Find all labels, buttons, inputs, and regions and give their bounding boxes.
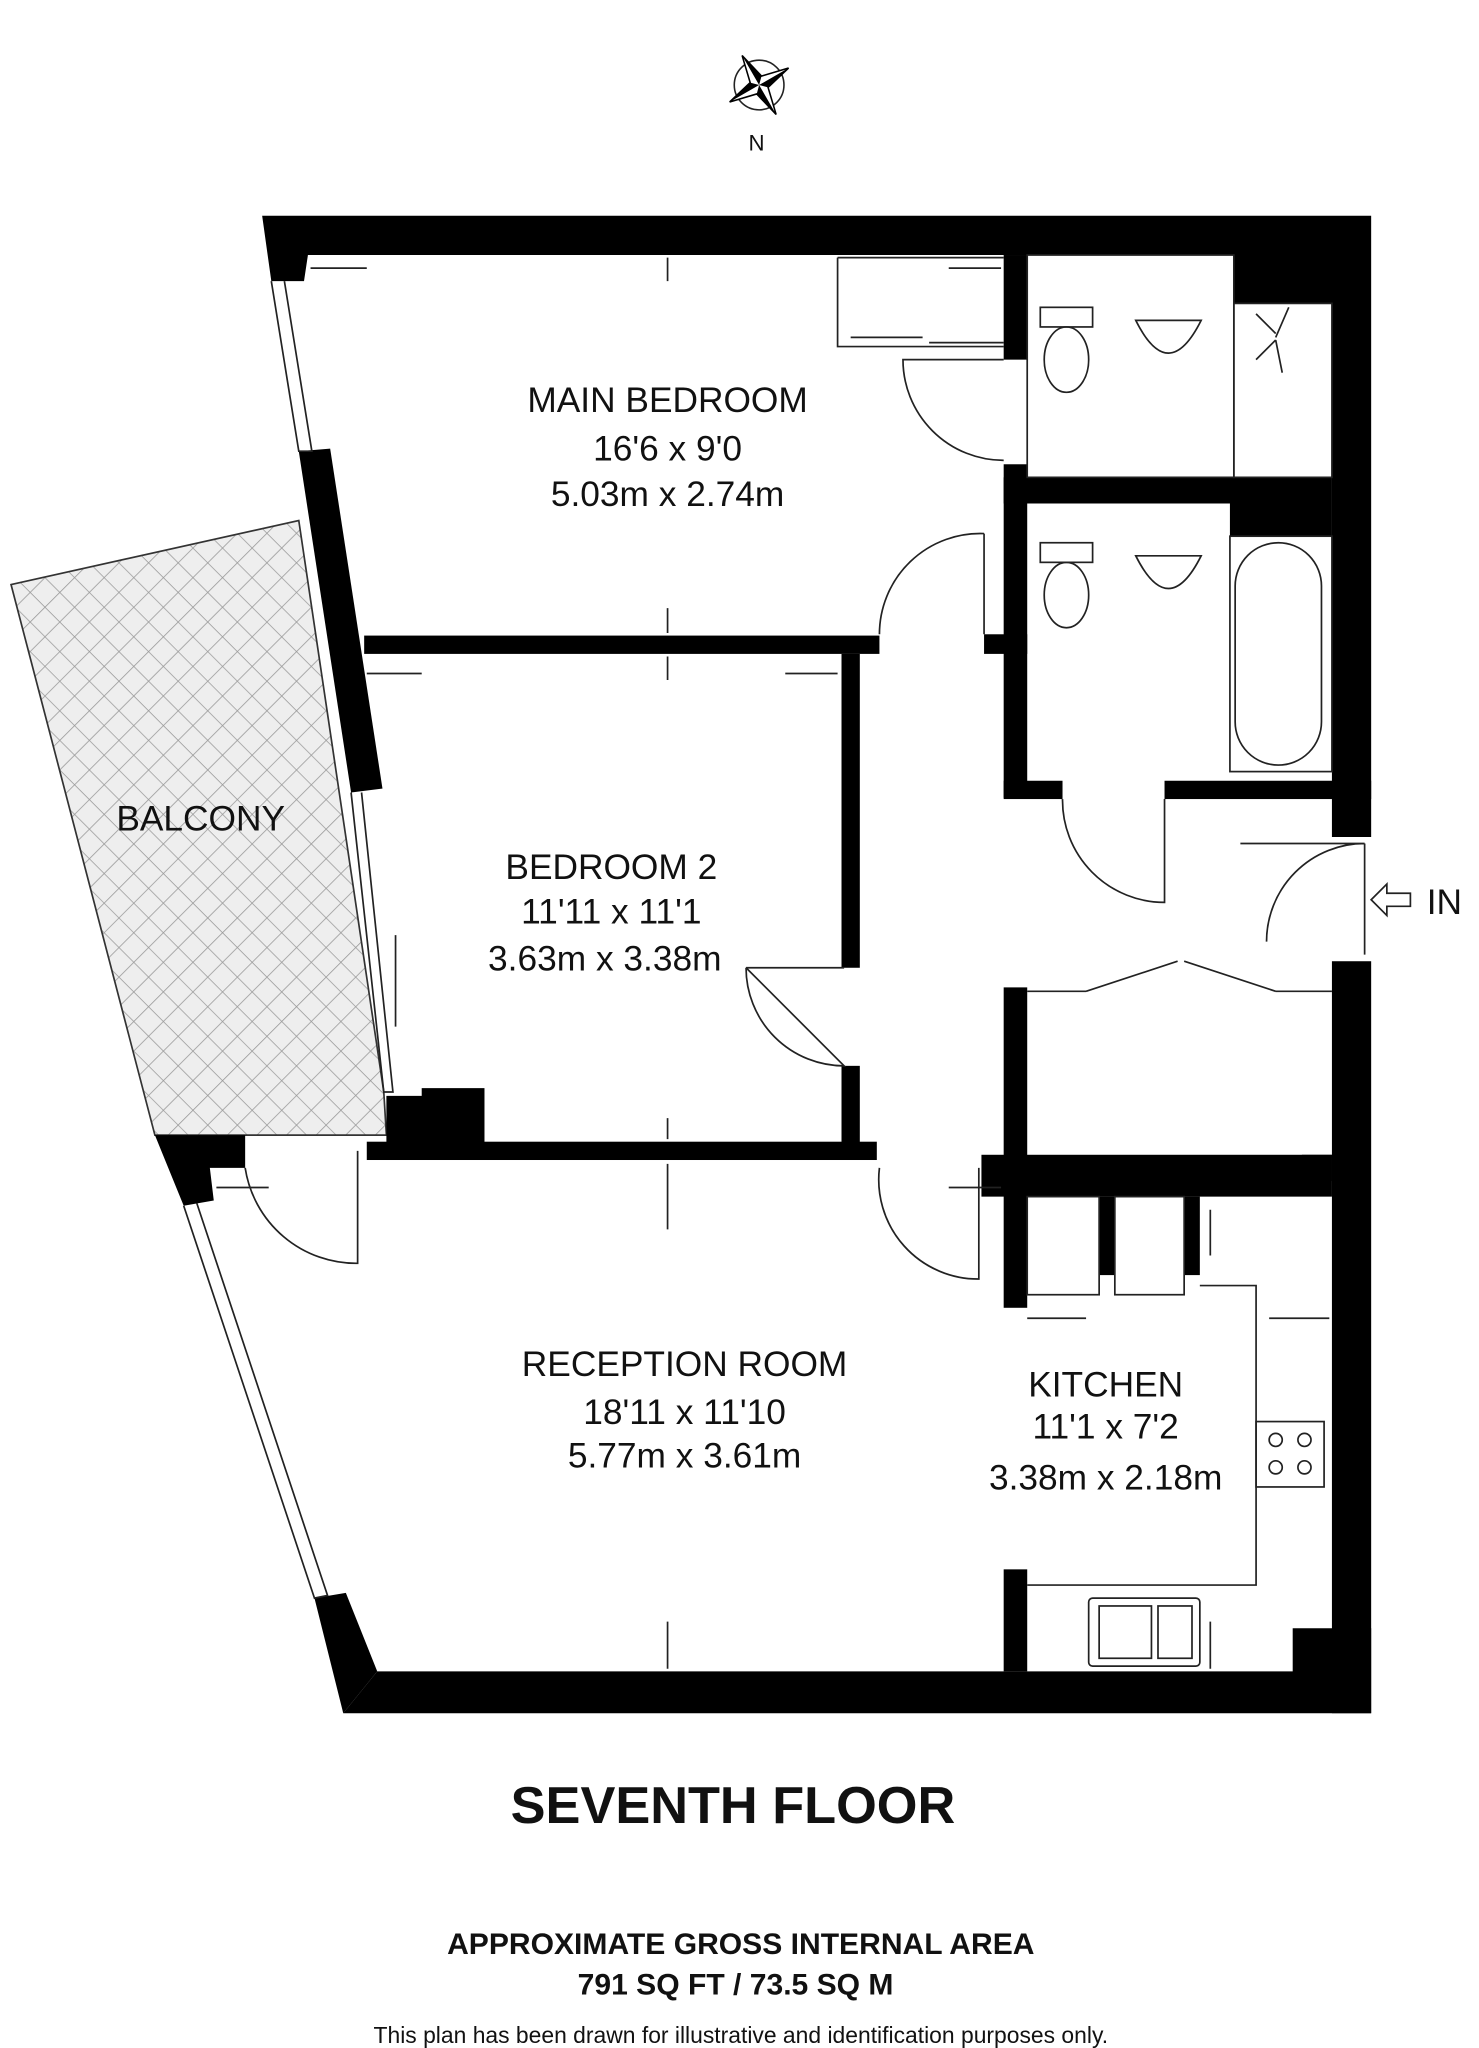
svg-text:BEDROOM 2: BEDROOM 2 xyxy=(505,848,717,887)
svg-text:3.63m x 3.38m: 3.63m x 3.38m xyxy=(488,939,721,978)
svg-text:RECEPTION ROOM: RECEPTION ROOM xyxy=(522,1345,848,1384)
dimension-arrows xyxy=(216,257,1330,1669)
room-bedroom-2: BEDROOM 2 11'11 x 11'1 3.63m x 3.38m xyxy=(488,848,721,979)
windows xyxy=(182,281,394,1600)
svg-text:3.38m x 2.18m: 3.38m x 2.18m xyxy=(989,1459,1222,1498)
room-kitchen: KITCHEN 11'1 x 7'2 3.38m x 2.18m xyxy=(989,1366,1222,1498)
svg-text:18'11 x 11'10: 18'11 x 11'10 xyxy=(583,1393,786,1432)
compass-rose-icon xyxy=(729,55,790,115)
room-main-bedroom: MAIN BEDROOM 16'6 x 9'0 5.03m x 2.74m xyxy=(527,381,807,514)
walls xyxy=(154,215,1372,1714)
floor-title: SEVENTH FLOOR xyxy=(511,1777,956,1835)
room-reception: RECEPTION ROOM 18'11 x 11'10 5.77m x 3.6… xyxy=(522,1345,848,1476)
entrance-arrow-icon xyxy=(1369,882,1412,918)
svg-text:5.03m x 2.74m: 5.03m x 2.74m xyxy=(551,475,784,514)
svg-text:5.77m x 3.61m: 5.77m x 3.61m xyxy=(568,1436,801,1475)
svg-text:MAIN BEDROOM: MAIN BEDROOM xyxy=(527,381,807,420)
room-balcony: BALCONY xyxy=(116,799,285,838)
area-title: APPROXIMATE GROSS INTERNAL AREA xyxy=(447,1928,1034,1961)
balcony-area xyxy=(10,519,388,1137)
svg-text:KITCHEN: KITCHEN xyxy=(1028,1366,1183,1405)
fixtures xyxy=(1026,254,1333,1667)
area-value: 791 SQ FT / 73.5 SQ M xyxy=(578,1968,894,2001)
doors xyxy=(244,256,1366,1280)
compass-north-label: N xyxy=(748,130,764,155)
svg-text:11'11 x 11'1: 11'11 x 11'1 xyxy=(521,892,701,931)
svg-text:16'6 x 9'0: 16'6 x 9'0 xyxy=(593,429,742,468)
entrance-label: IN xyxy=(1427,883,1462,922)
svg-text:11'1 x 7'2: 11'1 x 7'2 xyxy=(1033,1408,1179,1447)
disclaimer: This plan has been drawn for illustrativ… xyxy=(374,2022,1109,2048)
